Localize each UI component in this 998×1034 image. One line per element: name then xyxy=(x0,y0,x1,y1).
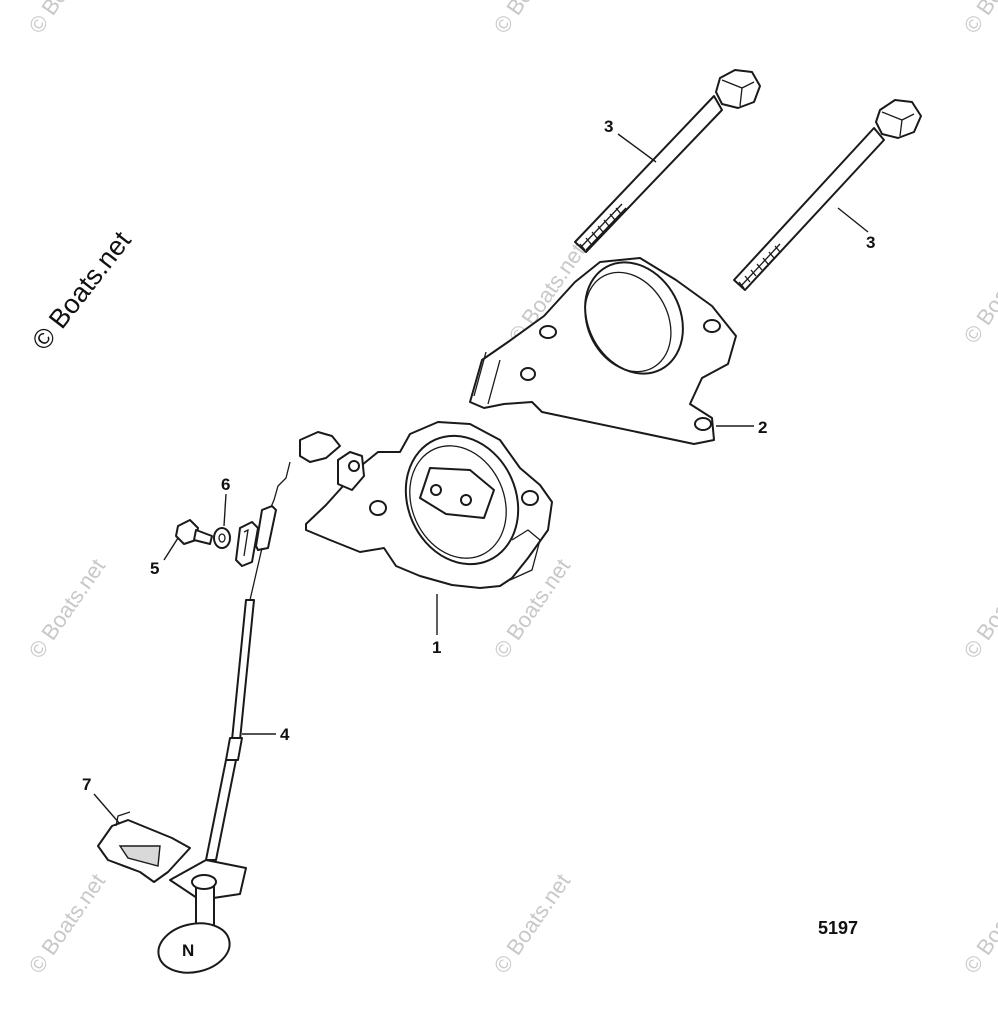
callout-3a: 3 xyxy=(604,117,613,136)
cable-bracket xyxy=(97,811,191,883)
figure-number: 5197 xyxy=(818,918,858,938)
watermark-tile: © Boats.net xyxy=(489,0,576,38)
watermark-tile: © Boats.net xyxy=(959,554,998,663)
callout-7: 7 xyxy=(82,775,91,794)
watermark-tile: © Boats.net xyxy=(24,554,111,663)
watermark-tile: © Boats.net xyxy=(489,869,576,978)
watermark-tile: © Boats.net xyxy=(959,869,998,978)
watermark-tile: © Boats.net xyxy=(24,0,111,38)
bolt-3a xyxy=(574,69,761,253)
knob-glyph: N xyxy=(182,941,194,960)
choke-knob: N xyxy=(157,859,247,974)
watermark-tile: © Boats.net xyxy=(959,0,998,38)
callout-4: 4 xyxy=(280,725,290,744)
leader-lines xyxy=(93,133,869,825)
washer-and-clip xyxy=(213,521,259,567)
callout-3b: 3 xyxy=(866,233,875,252)
bolt-3b xyxy=(733,99,922,291)
watermark-tile: © Boats.net xyxy=(24,869,111,978)
callout-5: 5 xyxy=(150,559,159,578)
callout-2: 2 xyxy=(758,418,767,437)
choke-cable xyxy=(205,461,291,861)
callout-labels: 1 2 3 3 4 5 6 7 xyxy=(82,117,875,794)
callout-1: 1 xyxy=(432,638,441,657)
screw xyxy=(175,519,213,545)
throttle-body xyxy=(299,421,553,589)
flange-plate xyxy=(469,257,737,445)
watermark-tile: © Boats.net xyxy=(959,239,998,348)
callout-6: 6 xyxy=(221,475,230,494)
brand-watermark: © Boats.net xyxy=(26,225,137,355)
